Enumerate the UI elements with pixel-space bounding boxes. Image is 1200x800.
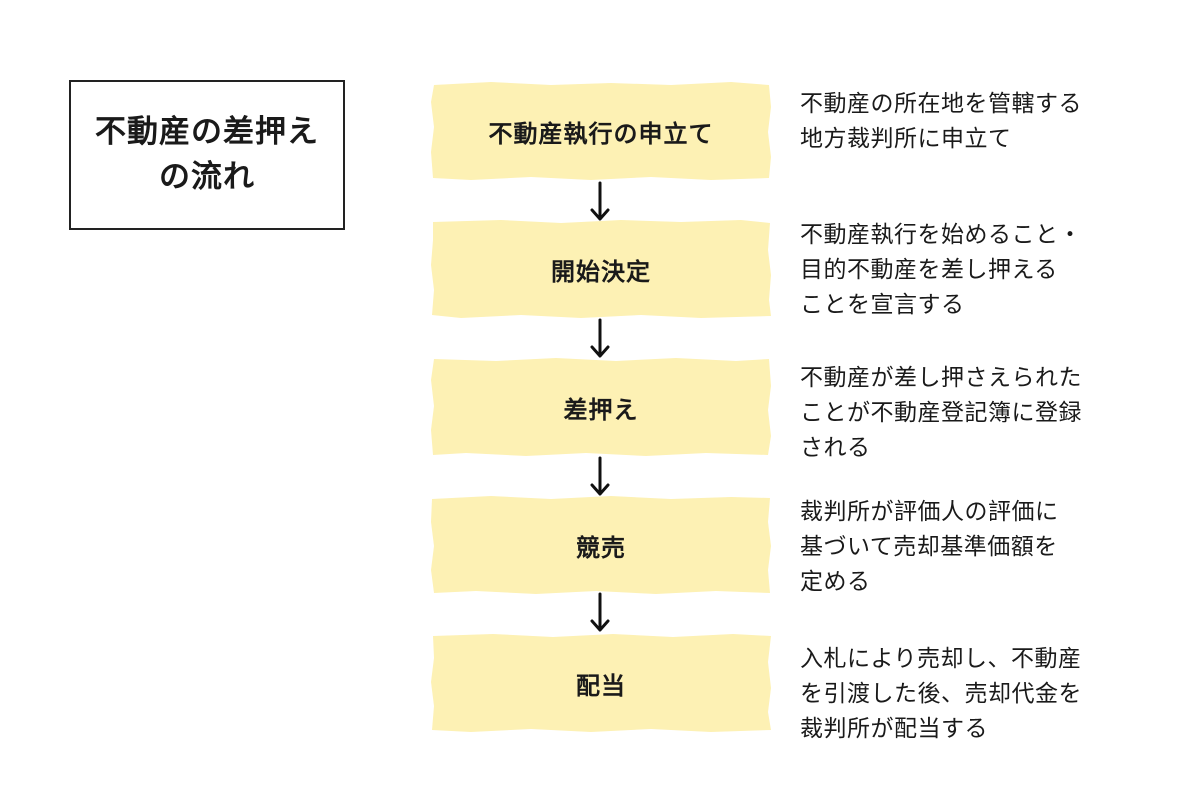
step-description: 不動産の所在地を管轄する 地方裁判所に申立て xyxy=(800,91,1082,152)
step-label: 開始決定 xyxy=(551,257,651,286)
step-box-auction: 競売 xyxy=(431,496,771,594)
step-box-commencement-decision: 開始決定 xyxy=(431,220,771,318)
step-box-petition: 不動産執行の申立て xyxy=(431,82,771,180)
step-label: 差押え xyxy=(563,395,639,424)
step-label: 配当 xyxy=(576,671,626,700)
down-arrow-icon xyxy=(590,181,610,221)
step-description: 裁判所が評価人の評価に 基づいて売却基準価額を 定める xyxy=(800,499,1059,595)
step-background xyxy=(431,634,771,732)
down-arrow-icon xyxy=(590,592,610,632)
step-label: 競売 xyxy=(576,533,626,562)
step-description: 不動産執行を始めること・ 目的不動産を差し押える ことを宣言する xyxy=(800,222,1082,318)
step-description: 不動産が差し押さえられた ことが不動産登記簿に登録 される xyxy=(800,365,1082,461)
step-background xyxy=(431,220,771,318)
down-arrow-icon xyxy=(590,456,610,496)
step-background xyxy=(431,496,771,594)
step-background xyxy=(431,82,771,180)
step-background xyxy=(431,358,771,456)
step-box-seizure: 差押え xyxy=(431,358,771,456)
down-arrow-icon xyxy=(590,318,610,358)
step-label: 不動産執行の申立て xyxy=(488,119,714,148)
diagram-title-box: 不動産の差押え の流れ xyxy=(69,80,345,230)
step-description: 入札により売却し、不動産 を引渡した後、売却代金を 裁判所が配当する xyxy=(800,646,1082,742)
step-box-distribution: 配当 xyxy=(431,634,771,732)
diagram-title: 不動産の差押え の流れ xyxy=(95,114,319,195)
